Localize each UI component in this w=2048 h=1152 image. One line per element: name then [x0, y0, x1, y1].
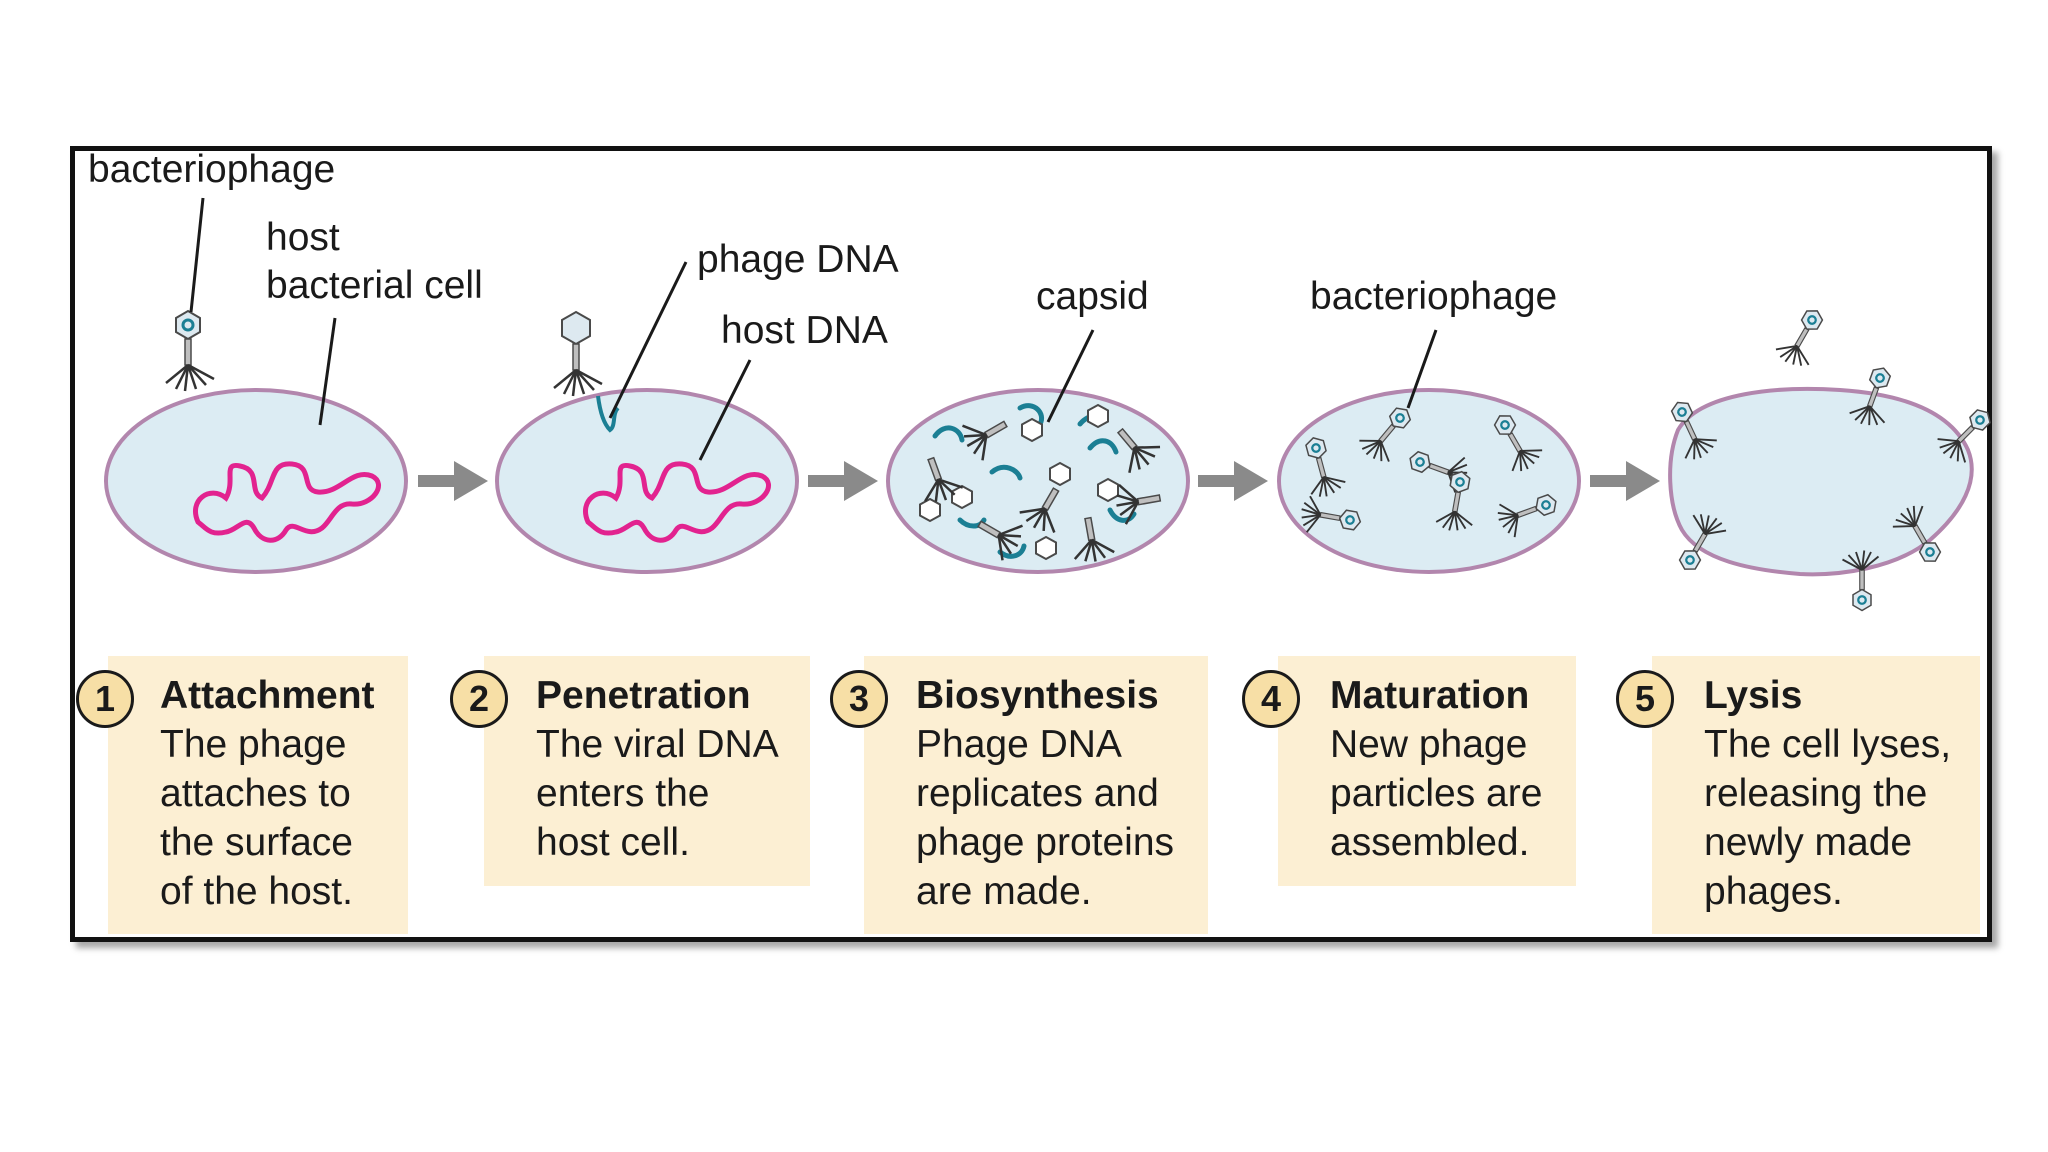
label-bacteriophage-4: bacteriophage	[1310, 275, 1558, 318]
step-card-penetration: 2 Penetration The viral DNA enters the h…	[450, 656, 810, 886]
cell-penetration	[495, 310, 799, 574]
label-phage-dna: phage DNA	[697, 238, 899, 281]
step-card-lysis: 5 Lysis The cell lyses, releasing the ne…	[1616, 656, 1980, 934]
label-bacteriophage-1: bacteriophage	[88, 148, 336, 191]
step-number-badge: 3	[830, 670, 888, 728]
step-card-attachment: 1 Attachment The phage attaches to the s…	[76, 656, 408, 934]
step-number-badge: 2	[450, 670, 508, 728]
step-title: Lysis	[1704, 674, 1803, 717]
step-title: Attachment	[160, 674, 375, 717]
step-number-badge: 5	[1616, 670, 1674, 728]
step-card-maturation: 4 Maturation New phage particles are ass…	[1242, 656, 1576, 886]
step-number-badge: 4	[1242, 670, 1300, 728]
step-description: The viral DNA enters the host cell.	[536, 723, 779, 864]
step-number-badge: 1	[76, 670, 134, 728]
host-dna-strand	[193, 461, 381, 543]
step-description: The phage attaches to the surface of the…	[160, 723, 353, 913]
step-description: Phage DNA replicates and phage proteins …	[916, 723, 1175, 913]
step-title: Biosynthesis	[916, 674, 1159, 717]
step-title: Penetration	[536, 674, 751, 717]
cell-maturation	[1277, 388, 1581, 574]
label-host-dna: host DNA	[721, 309, 888, 352]
step-title: Maturation	[1330, 674, 1530, 717]
cell-biosynthesis	[886, 388, 1190, 574]
step-description: The cell lyses, releasing the newly made…	[1704, 723, 1952, 913]
label-host-bacterial-cell: host bacterial cell	[266, 216, 483, 307]
phage-dna-strand	[596, 395, 620, 433]
cell-attachment	[104, 309, 408, 574]
label-capsid: capsid	[1036, 275, 1149, 318]
step-card-biosynthesis: 3 Biosynthesis Phage DNA replicates and …	[830, 656, 1208, 934]
step-description: New phage particles are assembled.	[1330, 723, 1543, 864]
cell-lysis	[1661, 301, 2003, 612]
